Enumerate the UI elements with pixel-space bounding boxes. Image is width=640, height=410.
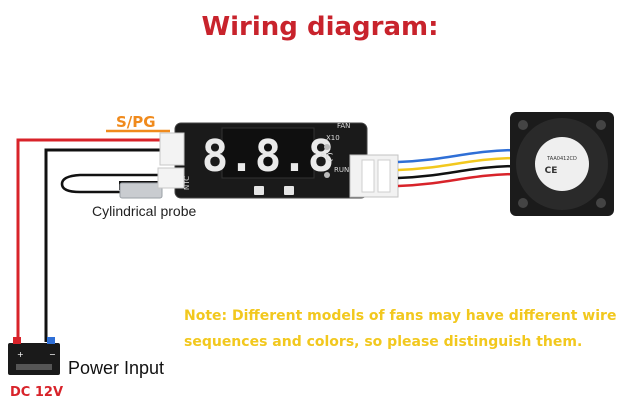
diagram-title: Wiring diagram: xyxy=(201,12,439,42)
spg-label: S/PG xyxy=(116,113,156,131)
probe-label: Cylindrical probe xyxy=(92,203,196,219)
fan-model-text: TAA0412CD xyxy=(546,156,577,162)
note-line-1: Note: Different models of fans may have … xyxy=(184,308,617,324)
note-text: Note: Different models of fans may have … xyxy=(184,303,624,355)
set-button[interactable] xyxy=(254,186,264,195)
dc-12v-label: DC 12V xyxy=(10,385,63,400)
note-line-2: sequences and colors, so please distingu… xyxy=(184,334,583,350)
celsius-label: °C xyxy=(320,151,334,164)
fan-wire-blue xyxy=(397,148,521,164)
fan-wire-yellow xyxy=(397,156,521,172)
fan-wire-red xyxy=(397,172,521,188)
probe-wire xyxy=(60,173,172,194)
fan-port-label: FAN xyxy=(337,122,350,130)
x10-label: X10 xyxy=(326,134,340,142)
adjust-button[interactable] xyxy=(284,186,294,195)
controller-module: 8.8.8 NTC FAN X10 °C RUN xyxy=(157,122,399,199)
cylindrical-probe-icon xyxy=(119,182,163,199)
fan-ce-mark: CE xyxy=(545,166,558,176)
svg-text:+: + xyxy=(17,350,24,359)
power-red-wire xyxy=(16,138,172,342)
svg-text:−: − xyxy=(49,350,56,359)
ntc-label: NTC xyxy=(183,176,191,190)
power-input-label: Power Input xyxy=(68,358,164,378)
run-label: RUN xyxy=(334,166,349,174)
digit-display: 8.8.8 xyxy=(202,131,334,182)
battery-icon: + − xyxy=(8,337,60,375)
fan-wire-black xyxy=(397,164,521,180)
power-black-wire xyxy=(44,148,172,342)
fan-icon: TAA0412CD CE xyxy=(510,112,614,216)
